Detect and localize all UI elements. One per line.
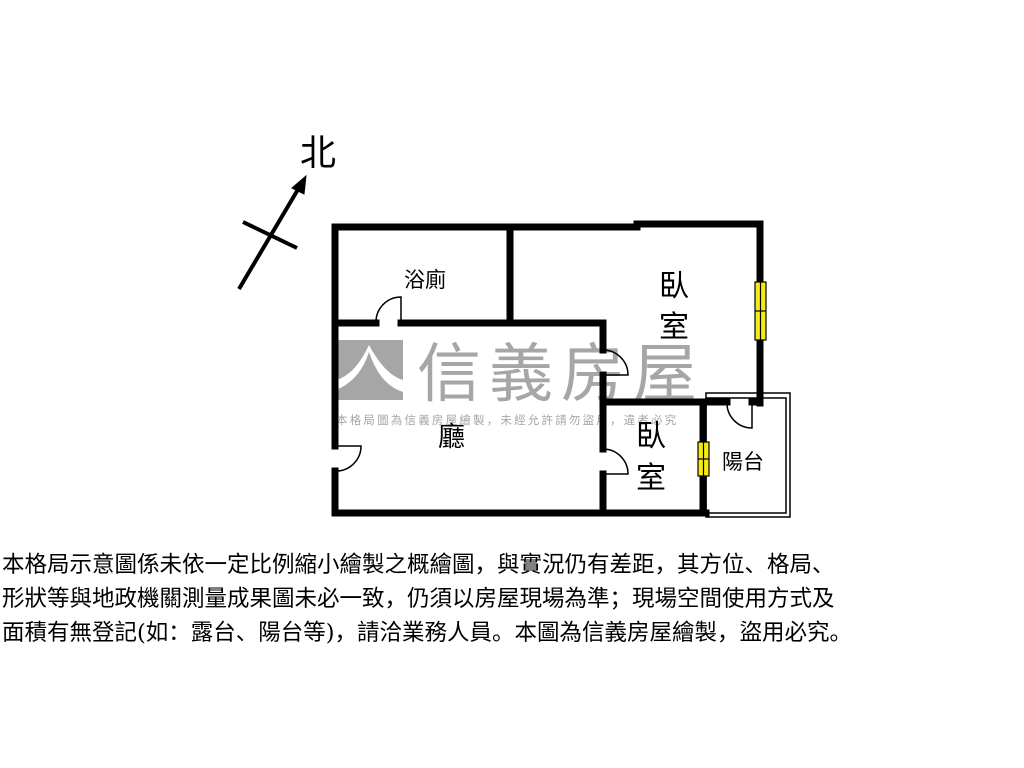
room-label-bedroom-small-2: 室 bbox=[636, 461, 666, 496]
watermark-notice: 本格局圖為信義房屋繪製，未經允許請勿盜用，違者必究 bbox=[336, 413, 679, 427]
room-label-bedroom-main-2: 室 bbox=[659, 310, 689, 345]
room-label-bedroom-main-1: 臥 bbox=[659, 269, 689, 304]
disclaimer: 本格局示意圖係未依一定比例縮小繪製之概繪圖，與實況仍有差距，其方位、格局、 形狀… bbox=[2, 548, 1024, 650]
north-label: 北 bbox=[300, 133, 336, 174]
room-label-balcony: 陽台 bbox=[722, 450, 764, 474]
room-label-bedroom-small-1: 臥 bbox=[636, 419, 666, 454]
north-arrow-icon bbox=[237, 174, 307, 291]
disclaimer-line: 本格局示意圖係未依一定比例縮小繪製之概繪圖，與實況仍有差距，其方位、格局、 bbox=[2, 552, 835, 578]
doors bbox=[334, 296, 753, 475]
room-label-living-room: 廳 bbox=[438, 422, 465, 453]
window-bedroom-small bbox=[697, 441, 710, 477]
room-label-bathroom: 浴廁 bbox=[404, 268, 446, 292]
disclaimer-line: 面積有無登記(如：露台、陽台等)，請洽業務人員。本圖為信義房屋繪製，盜用必究。 bbox=[2, 620, 853, 646]
disclaimer-line: 形狀等與地政機關測量成果圖未必一致，仍須以房屋現場為準；現場空間使用方式及 bbox=[2, 586, 835, 612]
window-bedroom-main bbox=[754, 281, 767, 341]
watermark-logo bbox=[336, 340, 403, 400]
